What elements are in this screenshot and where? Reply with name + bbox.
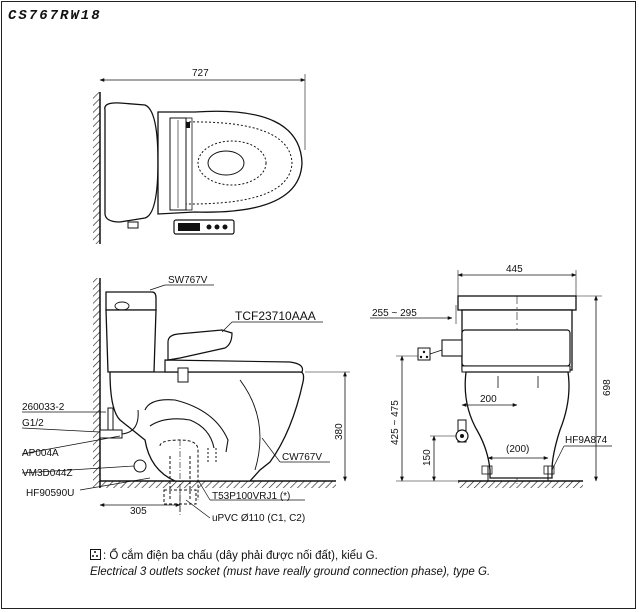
top-tank-outline [104, 102, 159, 223]
side-wall [93, 278, 100, 488]
label-pipe: uPVC Ø110 (C1, C2) [212, 513, 305, 524]
side-view: 305 380 SW767V TCF23710AAA 260033-2 G1/2… [21, 275, 350, 524]
dim-valve-height-label: 150 [422, 449, 433, 466]
top-view: 727 [93, 68, 306, 244]
dim-offset-label: 255 ~ 295 [372, 308, 417, 319]
dim-bolt-spacing-label: (200) [506, 444, 529, 455]
front-seat-unit [461, 329, 571, 367]
label-tank: SW767V [168, 275, 208, 286]
label-hose: AP004A [22, 448, 59, 459]
side-seat-unit [167, 329, 233, 361]
label-valve: 260033-2 [22, 402, 65, 413]
label-thread: G1/2 [22, 418, 44, 429]
front-bowl [464, 371, 570, 479]
dim-socket-height-label: 425 ~ 475 [390, 400, 401, 445]
top-seat-outline [157, 110, 303, 215]
note-vi-text: : Ổ cắm điện ba chấu (dây phải được nối … [103, 550, 378, 562]
socket-icon [417, 347, 431, 361]
side-tank-lid [105, 291, 157, 311]
dim-698-label: 698 [602, 379, 613, 396]
note-vietnamese: : Ổ cắm điện ba chấu (dây phải được nối … [90, 548, 490, 564]
label-bowl: CW767V [282, 452, 322, 463]
front-floor [458, 481, 583, 488]
label-bolt: HF9A874 [565, 435, 608, 446]
label-seat: TCF23710AAA [235, 309, 316, 323]
dim-305-label: 305 [130, 506, 147, 517]
label-kit: HF90590U [26, 488, 74, 499]
model-title: CS767RW18 [8, 8, 102, 24]
top-wall [93, 92, 100, 244]
note-en-text: Electrical 3 outlets socket (must have r… [90, 566, 491, 578]
label-adapter: T53P100VRJ1 (*) [212, 491, 290, 502]
label-flange: VM3D044Z [22, 468, 73, 479]
dim-445-label: 445 [506, 264, 523, 275]
dim-valve-offset-label: 200 [480, 394, 497, 405]
side-floor [100, 481, 336, 488]
socket-note: : Ổ cắm điện ba chấu (dây phải được nối … [90, 548, 490, 580]
dim-727-label: 727 [192, 68, 209, 79]
side-tank [105, 309, 157, 373]
side-bowl [109, 371, 305, 482]
dim-380-label: 380 [334, 423, 345, 440]
socket-legend-icon [90, 549, 101, 560]
front-view: 445 255 ~ 295 698 [370, 264, 613, 488]
